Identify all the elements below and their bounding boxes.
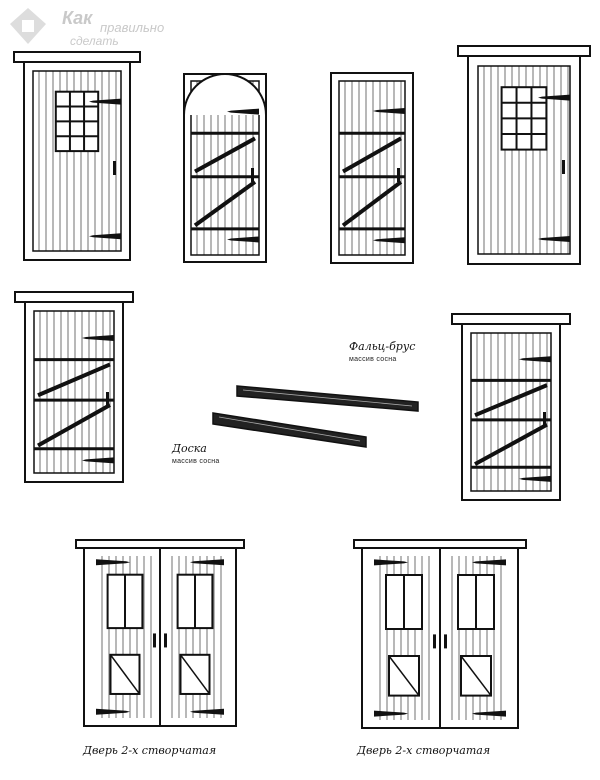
- hinge-icon: [538, 94, 570, 101]
- double-door-caption-1: Дверь 2-х створчатая: [83, 744, 217, 757]
- house-logo-icon: [10, 8, 46, 44]
- hinge-icon: [82, 457, 114, 464]
- diagonal-brace: [342, 136, 402, 174]
- door-handle-icon: [106, 392, 109, 406]
- hinge-icon: [374, 710, 408, 717]
- beam-doska: [212, 412, 367, 448]
- hinge-icon: [89, 98, 121, 105]
- door-z-brace-2: [451, 313, 571, 501]
- panel-diagonal: [388, 655, 420, 697]
- doska-material: массив сосна: [172, 458, 220, 465]
- wood-grain: [218, 416, 361, 442]
- arch: [183, 73, 267, 116]
- beam-body: [236, 385, 419, 412]
- hinge-icon: [190, 559, 224, 566]
- hinge-icon: [82, 335, 114, 341]
- hinge-icon: [373, 108, 405, 114]
- watermark-text-2: правильно: [100, 20, 165, 35]
- watermark-text-1: Как: [62, 8, 93, 28]
- door-arched: [183, 73, 267, 263]
- door-handle-icon: [164, 633, 167, 648]
- hinge-icon: [519, 356, 551, 363]
- doska-label: Доска: [172, 442, 207, 455]
- diagonal-brace: [37, 362, 111, 398]
- diagonal-brace: [194, 136, 256, 174]
- door-handle-icon: [153, 633, 156, 648]
- diagonal-brace: [474, 383, 548, 418]
- door-ornate-cornice: [457, 45, 591, 265]
- door-handle-icon: [562, 160, 565, 174]
- cornice: [14, 291, 134, 303]
- hinge-icon: [373, 237, 405, 244]
- door-plank-z: [330, 72, 414, 264]
- double-door-1: [75, 539, 245, 727]
- wood-grain: [242, 389, 413, 407]
- hinge-icon: [89, 233, 121, 240]
- door-z-brace-1: [14, 291, 134, 483]
- door-ornate-window: [13, 51, 141, 261]
- hinge-icon: [227, 108, 259, 115]
- hinge-icon: [190, 708, 224, 715]
- panel-diagonal: [460, 655, 492, 697]
- diagonal-brace: [37, 403, 111, 448]
- diagonal-brace: [474, 422, 548, 466]
- hinge-icon: [227, 236, 259, 243]
- cornice: [75, 539, 245, 549]
- door-handle-icon: [251, 168, 254, 182]
- hinge-icon: [472, 559, 506, 566]
- hinge-icon: [538, 236, 570, 243]
- beam-body: [212, 412, 367, 448]
- cornice: [13, 51, 141, 63]
- diagonal-brace: [341, 180, 403, 228]
- door-handle-icon: [113, 161, 116, 175]
- hinge-icon: [96, 708, 130, 715]
- cornice: [353, 539, 527, 549]
- diagonal-brace: [193, 180, 257, 228]
- falz-brus-label: Фальц-брус: [349, 340, 416, 353]
- double-door-2: [353, 539, 527, 729]
- hinge-icon: [96, 559, 130, 566]
- hinge-icon: [374, 559, 408, 566]
- panel-diagonal: [179, 654, 211, 695]
- beam-falz-brus: [236, 385, 419, 412]
- cornice: [457, 45, 591, 57]
- door-handle-icon: [543, 412, 546, 426]
- double-door-caption-2: Дверь 2-х створчатая: [357, 744, 491, 757]
- door-handle-icon: [444, 634, 447, 649]
- watermark-text-3: сделать: [70, 34, 119, 48]
- cornice: [451, 313, 571, 325]
- door-handle-icon: [397, 168, 400, 182]
- hinge-icon: [472, 710, 506, 717]
- door-handle-icon: [433, 634, 436, 649]
- hinge-icon: [519, 475, 551, 482]
- panel-diagonal: [109, 654, 141, 695]
- falz-brus-material: массив сосна: [349, 356, 397, 363]
